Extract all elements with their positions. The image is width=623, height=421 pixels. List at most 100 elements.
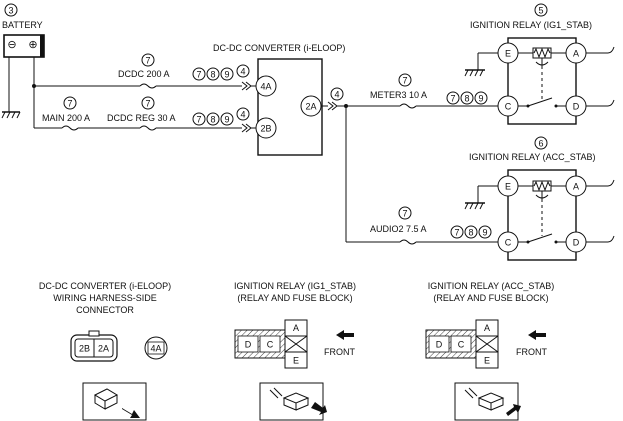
relay-acc-ground-icon <box>464 202 485 210</box>
connector-dcdc-title1: DC-DC CONVERTER (i-ELOOP) <box>39 281 171 291</box>
svg-text:C: C <box>505 238 512 248</box>
battery-negative-icon: ⊖ <box>7 39 16 51</box>
svg-text:2B: 2B <box>79 344 90 354</box>
svg-text:4: 4 <box>240 110 245 120</box>
svg-text:4A: 4A <box>260 82 271 92</box>
svg-text:D: D <box>436 340 443 350</box>
fuse-audio2-label: AUDIO2 7.5 A <box>370 224 427 234</box>
svg-text:8: 8 <box>468 228 473 238</box>
svg-text:7: 7 <box>450 94 455 104</box>
svg-text:7: 7 <box>402 76 407 86</box>
refs-dcdc200-line: 7 8 9 4 <box>192 64 250 81</box>
relay-acc-title: IGNITION RELAY (ACC_STAB) <box>469 152 596 162</box>
svg-text:C: C <box>505 102 512 112</box>
svg-text:8: 8 <box>210 115 215 125</box>
svg-text:4: 4 <box>334 90 339 100</box>
svg-text:7: 7 <box>454 228 459 238</box>
battery-ground-icon <box>1 111 21 119</box>
fuse-main200-ref: 7 <box>67 99 72 109</box>
svg-text:7: 7 <box>196 115 201 125</box>
view-arrow-icon <box>311 402 327 415</box>
svg-text:A: A <box>293 323 299 333</box>
relay-acc: 6 IGNITION RELAY (ACC_STAB) E A C D <box>464 136 615 261</box>
svg-text:9: 9 <box>478 94 483 104</box>
dcdc-converter: DC-DC CONVERTER (i-ELOOP) 4A 2B 2A <box>213 43 345 156</box>
battery-positive-icon: ⊕ <box>28 39 37 51</box>
svg-text:E: E <box>505 182 511 192</box>
battery-label: BATTERY <box>2 20 43 30</box>
svg-text:C: C <box>267 340 274 350</box>
connector-acc-title2: (RELAY AND FUSE BLOCK) <box>433 293 548 303</box>
svg-text:E: E <box>293 356 299 366</box>
fuse-meter3: 7 METER3 10 A 7 8 9 <box>370 73 498 109</box>
svg-text:9: 9 <box>224 70 229 80</box>
connector-view-acc <box>454 382 521 421</box>
svg-text:A: A <box>573 49 579 59</box>
battery-ref-circle <box>4 3 18 17</box>
battery-edge <box>40 35 44 57</box>
relay-ig1: 5 IGNITION RELAY (IG1_STAB) E A C D <box>464 3 615 125</box>
connector-ig1-title2: (RELAY AND FUSE BLOCK) <box>237 293 352 303</box>
svg-text:A: A <box>484 323 490 333</box>
svg-text:4: 4 <box>240 67 245 77</box>
svg-text:2B: 2B <box>260 124 271 134</box>
fuse-dcdcreg30: 7 DCDC REG 30 A <box>107 96 176 123</box>
svg-text:E: E <box>484 356 490 366</box>
relay-acc-ref: 6 <box>538 139 543 149</box>
wire-dcdc200 <box>34 81 258 91</box>
fuse-audio2: 7 AUDIO2 7.5 A 7 8 9 <box>370 206 498 245</box>
terminal-4a <box>255 75 277 97</box>
view-arrow-icon <box>506 404 521 416</box>
battery: 3 BATTERY ⊖ ⊕ <box>1 3 45 128</box>
fuse-main200: 7 MAIN 200 A <box>42 96 90 123</box>
relay-ig1-title: IGNITION RELAY (IG1_STAB) <box>470 20 592 30</box>
svg-text:D: D <box>245 340 252 350</box>
svg-text:4A: 4A <box>150 344 161 354</box>
connector-acc-front: FRONT <box>516 347 547 357</box>
svg-text:7: 7 <box>402 209 407 219</box>
battery-ref: 3 <box>8 6 13 16</box>
connector-view-dcdc <box>82 382 147 421</box>
view-arrow-icon <box>122 408 140 418</box>
svg-text:7: 7 <box>196 70 201 80</box>
svg-text:E: E <box>505 49 511 59</box>
svg-text:8: 8 <box>210 70 215 80</box>
fuse-dcdcreg30-ref: 7 <box>145 99 150 109</box>
connector-dcdc-title3: CONNECTOR <box>76 305 134 315</box>
svg-text:8: 8 <box>464 94 469 104</box>
svg-text:9: 9 <box>224 115 229 125</box>
fuse-dcdcreg30-label: DCDC REG 30 A <box>107 113 176 123</box>
svg-text:2A: 2A <box>305 102 316 112</box>
fuse-dcdc200-ref: 7 <box>145 56 150 66</box>
relay-ig1-ground-icon <box>464 69 485 77</box>
front-arrow-icon <box>528 330 546 340</box>
connector-acc-title1: IGNITION RELAY (ACC_STAB) <box>428 281 555 291</box>
fuse-dcdc200-label: DCDC 200 A <box>118 69 170 79</box>
connector-dcdc-title2: WIRING HARNESS-SIDE <box>53 293 157 303</box>
svg-text:C: C <box>458 340 465 350</box>
relay-ig1-ref: 5 <box>538 6 543 16</box>
connector-dcdc: DC-DC CONVERTER (i-ELOOP) WIRING HARNESS… <box>39 281 171 362</box>
connector-acc: IGNITION RELAY (ACC_STAB) (RELAY AND FUS… <box>425 281 555 369</box>
terminal-2b <box>255 117 277 139</box>
refs-dcdcreg-line: 7 8 9 4 <box>192 107 250 126</box>
output-ref-4 <box>330 87 344 101</box>
connector-ig1-front: FRONT <box>324 347 355 357</box>
wire-main-dcdcreg <box>34 123 258 133</box>
svg-text:A: A <box>573 182 579 192</box>
svg-text:9: 9 <box>482 228 487 238</box>
connector-view-ig1 <box>259 382 327 421</box>
svg-text:D: D <box>573 238 580 248</box>
dcdc-converter-title: DC-DC CONVERTER (i-ELOOP) <box>213 43 345 53</box>
wire-converter-output: 4 <box>321 87 400 243</box>
svg-text:2A: 2A <box>98 344 109 354</box>
connector-ig1: IGNITION RELAY (IG1_STAB) (RELAY AND FUS… <box>234 281 356 369</box>
svg-text:D: D <box>573 102 580 112</box>
fuse-dcdc200: 7 DCDC 200 A <box>118 53 170 79</box>
connector-ig1-title1: IGNITION RELAY (IG1_STAB) <box>234 281 356 291</box>
front-arrow-icon <box>336 330 354 340</box>
fuse-meter3-label: METER3 10 A <box>370 90 427 100</box>
fuse-main200-label: MAIN 200 A <box>42 113 90 123</box>
